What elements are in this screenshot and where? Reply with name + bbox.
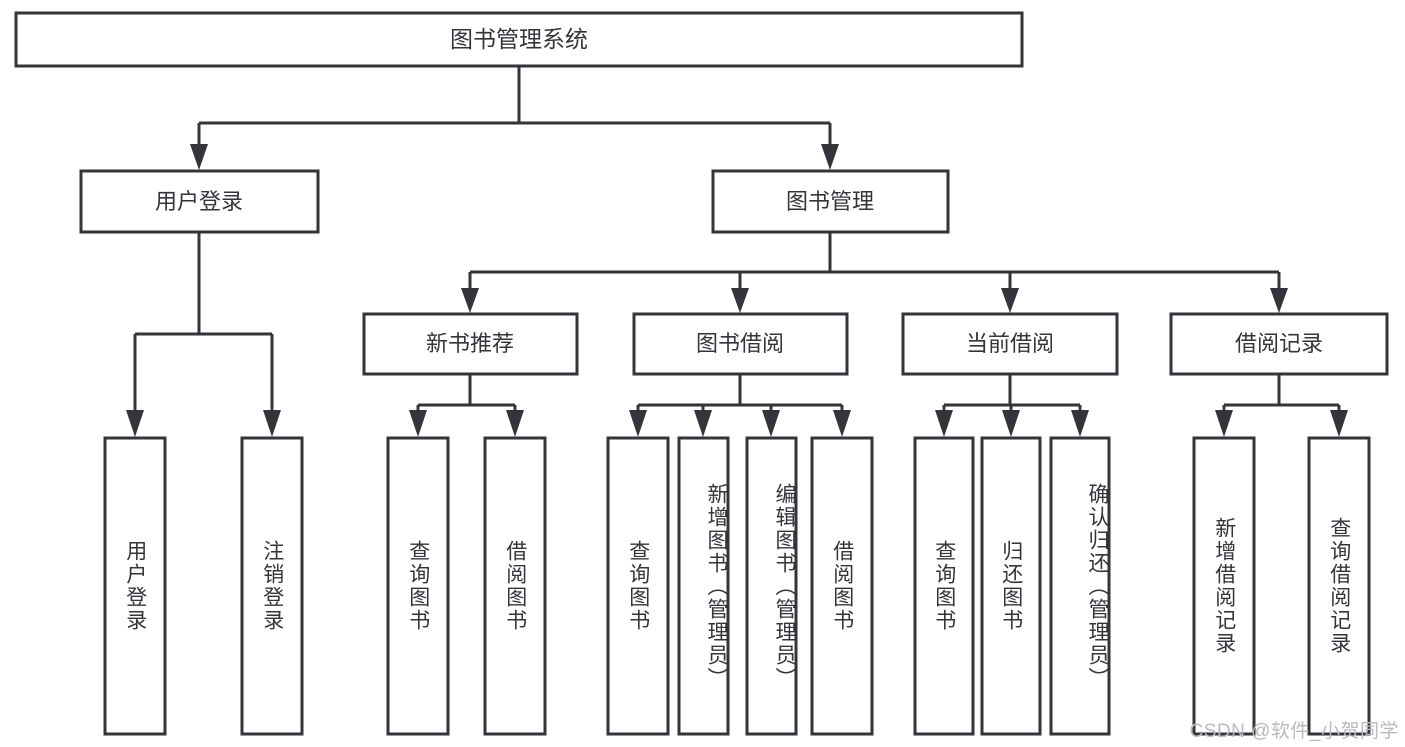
arrow-head-new-book-recommend [461, 288, 479, 313]
node-book-borrow-box[interactable] [632, 312, 849, 376]
node-book-borrow-label: 图书借阅 [696, 331, 784, 356]
arrow-head-current-borrow-leaf-3 [1071, 410, 1089, 437]
arrow-head-current-borrow-leaf-1 [935, 410, 953, 437]
csdn-watermark: CSDN @软件_小贺同学 [1189, 721, 1399, 742]
leaf-box-borrow-record-1[interactable] [1192, 436, 1256, 736]
node-current-borrow-box[interactable] [901, 312, 1119, 376]
node-borrow-record-box[interactable] [1169, 312, 1389, 376]
leaf-box-user-login-2[interactable] [240, 436, 304, 736]
leaf-box-current-borrow-1[interactable] [913, 436, 975, 736]
arrow-head-book-borrow-leaf-4 [833, 410, 851, 437]
connectors-layer [126, 66, 1348, 437]
leaf-box-new-book-2[interactable] [483, 436, 547, 736]
arrow-head-borrow-record-leaf-2 [1330, 410, 1348, 437]
leaf-box-current-borrow-3[interactable] [1049, 436, 1111, 736]
node-new-book-recommend-box[interactable] [362, 312, 579, 376]
leaf-box-book-borrow-3[interactable] [745, 436, 798, 736]
node-current-borrow-label: 当前借阅 [966, 331, 1054, 356]
arrow-head-book-borrow [731, 288, 749, 313]
leaf-box-book-borrow-1[interactable] [606, 436, 670, 736]
node-root-label: 图书管理系统 [450, 26, 588, 52]
leaf-box-book-borrow-4[interactable] [810, 436, 874, 736]
arrow-head-book-borrow-leaf-3 [762, 410, 780, 437]
leaf-box-current-borrow-2[interactable] [980, 436, 1042, 736]
leaf-box-new-book-1[interactable] [386, 436, 450, 736]
arrow-head-book-borrow-leaf-1 [629, 410, 647, 437]
arrow-head-new-book-leaf-1 [409, 410, 427, 437]
node-book-mgmt-box[interactable] [711, 169, 950, 234]
nodes-layer: 图书管理系统 用户登录 图书管理 新书推荐 图书借阅 当前借阅 借阅记录 [14, 11, 1389, 736]
node-root-box[interactable] [14, 11, 1024, 68]
arrow-head-new-book-leaf-2 [506, 410, 524, 437]
leaf-box-borrow-record-2[interactable] [1307, 436, 1371, 736]
arrow-head-current-borrow-leaf-2 [1002, 410, 1020, 437]
arrow-head-current-borrow [1001, 288, 1019, 313]
arrow-head-user-login [190, 144, 208, 170]
arrow-head-book-mgmt [821, 144, 839, 170]
arrow-head-user-login-leaf-1 [126, 410, 144, 437]
node-borrow-record-label: 借阅记录 [1235, 331, 1323, 356]
arrow-head-borrow-record [1270, 288, 1288, 313]
leaf-box-book-borrow-2[interactable] [677, 436, 730, 736]
arrow-head-book-borrow-leaf-2 [694, 410, 712, 437]
leaf-box-user-login-1[interactable] [103, 436, 167, 736]
node-user-login-label: 用户登录 [155, 189, 243, 214]
node-book-mgmt-label: 图书管理 [786, 189, 874, 214]
node-user-login-box[interactable] [79, 169, 320, 234]
arrow-head-borrow-record-leaf-1 [1215, 410, 1233, 437]
node-new-book-recommend-label: 新书推荐 [426, 331, 514, 356]
arrow-head-user-login-leaf-2 [263, 410, 281, 437]
